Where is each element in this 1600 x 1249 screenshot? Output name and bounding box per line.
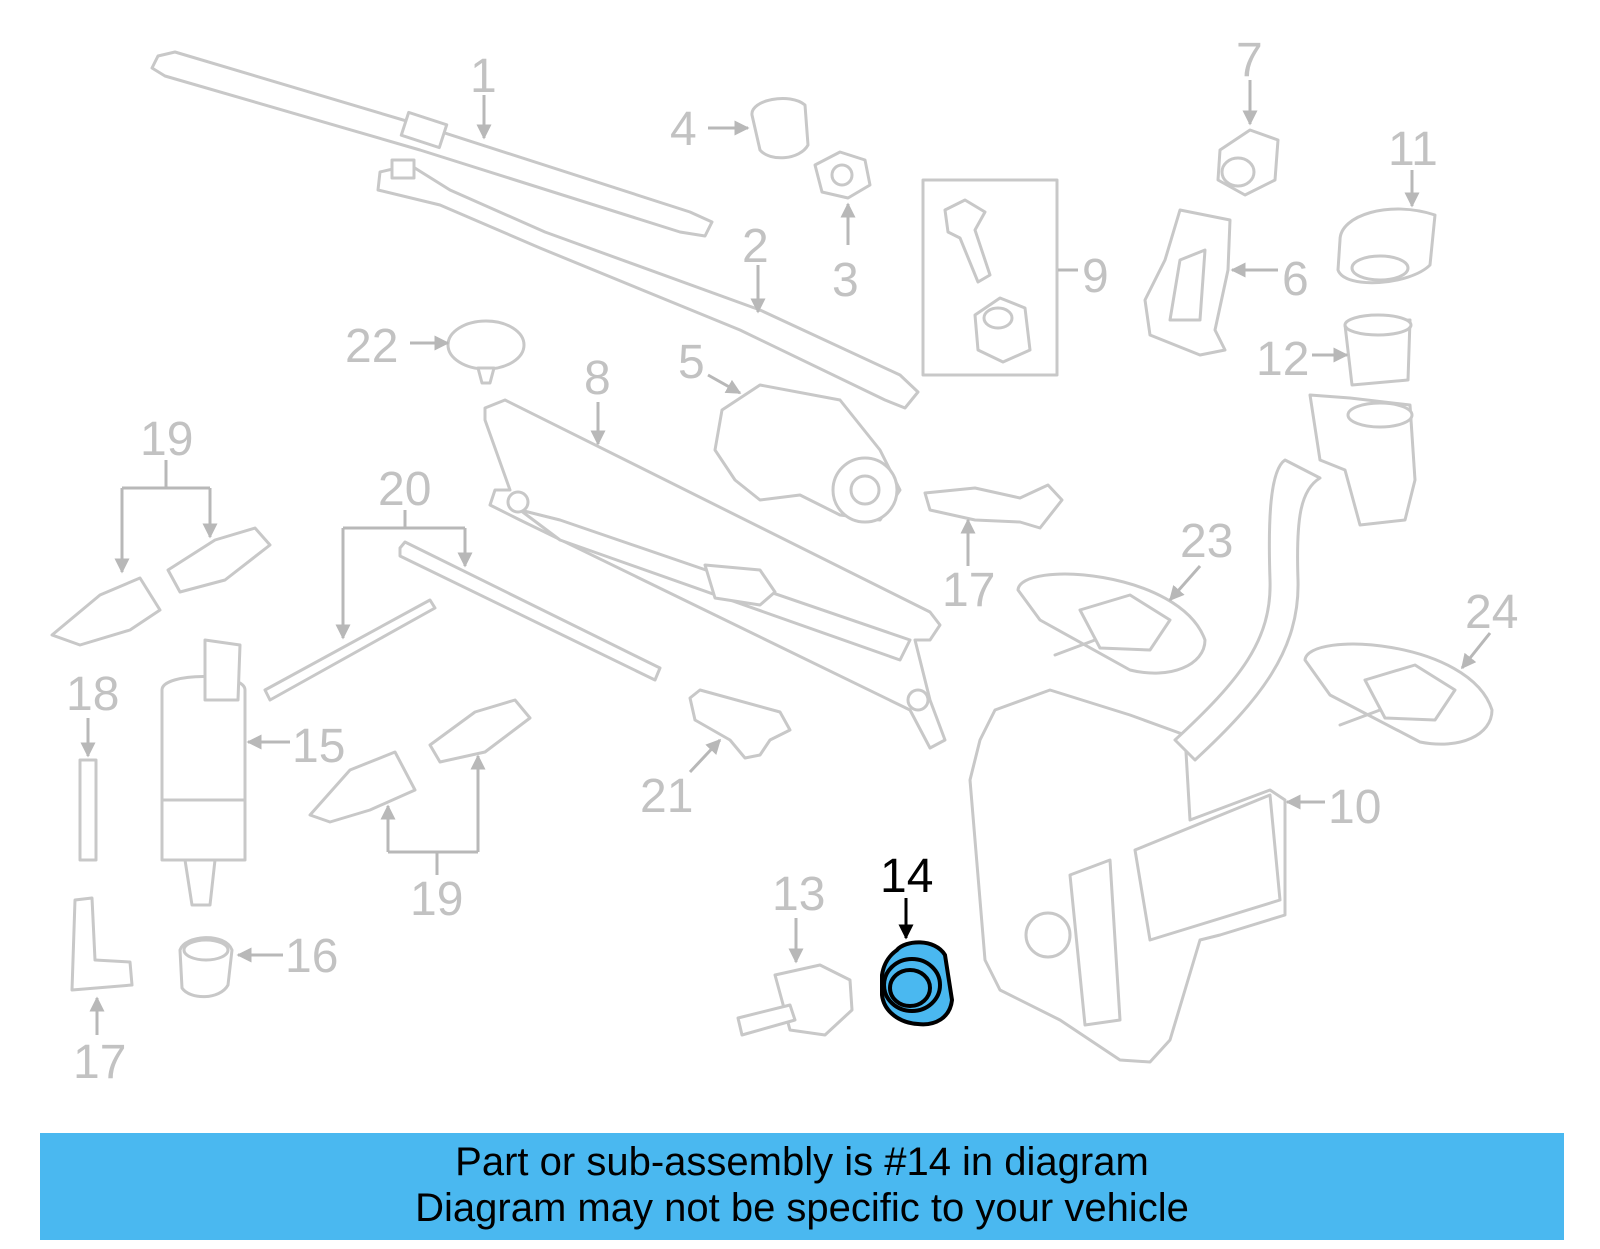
- callout-19-upper: 19: [140, 413, 193, 466]
- callout-23: 23: [1180, 515, 1233, 568]
- callout-labels: 1 2 3 4 5 6 7 8 9 10 11 12 13 14 15 16 1…: [66, 34, 1518, 1089]
- callout-16: 16: [285, 930, 338, 983]
- part-19-nozzles-lower: [308, 698, 532, 824]
- leader-19a: [120, 460, 212, 570]
- part-3-nut: [813, 150, 872, 200]
- part-13-connector: [736, 963, 854, 1037]
- leader-23: [1168, 565, 1202, 602]
- part-1-wiper-blade: [150, 50, 714, 238]
- callout-15: 15: [292, 720, 345, 773]
- caption-banner: Part or sub-assembly is #14 in diagram D…: [40, 1133, 1564, 1240]
- callout-5: 5: [678, 336, 705, 389]
- part-16-grommet: [178, 936, 234, 999]
- callout-20: 20: [378, 463, 431, 516]
- callout-8: 8: [584, 352, 611, 405]
- part-8-linkage: [483, 398, 947, 750]
- callout-22: 22: [345, 320, 398, 373]
- callout-9: 9: [1082, 250, 1109, 303]
- part-23-nozzle-bracket: [1016, 572, 1207, 675]
- part-15-washer-pump: [160, 638, 247, 907]
- callout-3: 3: [832, 254, 859, 307]
- leader-24: [1460, 632, 1492, 670]
- part-20-hoses: [263, 540, 662, 702]
- part-17-tee-connector-left: [70, 896, 134, 992]
- callout-21: 21: [640, 770, 693, 823]
- part-9-kit: [921, 178, 1059, 377]
- part-22-clip: [446, 319, 526, 385]
- part-17-elbow-right: [923, 483, 1064, 530]
- callout-17-right: 17: [942, 564, 995, 617]
- part-5-wiper-motor: [713, 383, 902, 524]
- part-12-filler-neck: [1343, 313, 1413, 387]
- callout-11: 11: [1388, 123, 1438, 176]
- leader-20: [341, 510, 467, 636]
- part-2-wiper-arm: [376, 158, 920, 410]
- callout-13: 13: [772, 868, 825, 921]
- part-21-y-connector: [688, 688, 792, 760]
- part-24-nozzle-bracket: [1303, 642, 1494, 746]
- callout-6: 6: [1282, 253, 1309, 306]
- callout-24: 24: [1465, 586, 1518, 639]
- part-11-cap: [1336, 207, 1437, 285]
- part-19-nozzles-upper: [50, 526, 272, 647]
- callout-2: 2: [742, 220, 769, 273]
- leader-lines: [80, 80, 1492, 1035]
- callout-10: 10: [1328, 781, 1381, 834]
- part-6-bracket: [1143, 208, 1232, 357]
- part-4-cap: [750, 96, 810, 160]
- callout-4: 4: [670, 103, 697, 156]
- callout-12: 12: [1256, 333, 1309, 386]
- caption-line-disclaimer: Diagram may not be specific to your vehi…: [415, 1186, 1189, 1230]
- leader-19b: [386, 758, 480, 875]
- callout-1: 1: [470, 50, 497, 103]
- leader-21: [688, 738, 722, 774]
- part-10-reservoir: [968, 688, 1287, 1064]
- callout-7: 7: [1236, 34, 1263, 87]
- part-7-bushing: [1216, 128, 1280, 197]
- callout-17-left: 17: [73, 1036, 126, 1089]
- part-18-hose: [78, 758, 98, 862]
- caption-line-part-number: Part or sub-assembly is #14 in diagram: [455, 1140, 1149, 1184]
- callout-18: 18: [66, 668, 119, 721]
- callout-19-lower: 19: [410, 873, 463, 926]
- callout-14: 14: [880, 850, 933, 903]
- filler-hose: [1173, 393, 1417, 762]
- part-14-grommet: [880, 940, 955, 1027]
- leader-5: [707, 373, 742, 395]
